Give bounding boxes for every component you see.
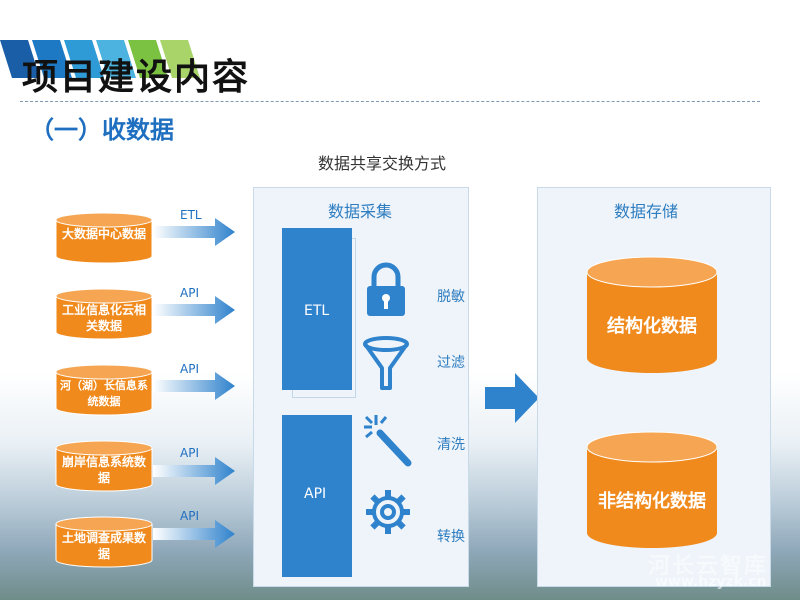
process-label-desensitize: 脱敏 — [437, 289, 465, 305]
structured-data-cylinder: 结构化数据 — [586, 256, 718, 374]
header-decoration — [0, 40, 200, 78]
arrow-label: API — [180, 286, 199, 300]
source-river-chief: 河（湖）长信息系统数据 — [55, 364, 153, 416]
process-label-transform: 转换 — [437, 529, 465, 545]
magic-wand-icon — [364, 415, 412, 467]
arrow-right-icon — [153, 372, 235, 400]
unstructured-data-cylinder: 非结构化数据 — [586, 431, 718, 549]
etl-bar — [282, 228, 352, 390]
funnel-icon — [363, 336, 409, 390]
source-land-survey: 土地调查成果数据 — [55, 516, 153, 568]
arrow-right-icon — [153, 218, 235, 246]
arrow-label: API — [180, 509, 199, 523]
source-cylinder — [55, 364, 153, 416]
collect-panel-title: 数据采集 — [328, 202, 393, 221]
gear-icon — [366, 490, 410, 534]
page-title: 项目建设内容 — [22, 56, 251, 98]
source-cylinder — [55, 516, 153, 568]
source-cylinder — [55, 288, 153, 340]
database-icon — [586, 256, 718, 373]
watermark-url: www.hzyzk.cn — [655, 574, 767, 590]
etl-bar-label: ETL — [304, 303, 330, 319]
watermark-logo: 河长云智库 — [648, 554, 769, 579]
arrow-label: API — [180, 446, 199, 460]
diagram-caption: 数据共享交换方式 — [318, 154, 447, 173]
source-label: 土地调查成果数据 — [61, 531, 146, 561]
process-label-filter: 过滤 — [437, 355, 465, 371]
source-bank-collapse: 崩岸信息系统数据 — [55, 440, 153, 492]
api-bar — [282, 415, 352, 577]
arrow-label: API — [180, 362, 199, 376]
source-label: 大数据中心数据 — [61, 227, 146, 241]
section-subtitle: （一）收数据 — [30, 116, 174, 144]
storage-panel-title: 数据存储 — [614, 202, 679, 221]
lock-icon — [367, 262, 405, 316]
arrow-right-icon — [153, 520, 235, 548]
header-divider — [20, 101, 760, 102]
process-label-clean: 清洗 — [437, 437, 465, 453]
structured-data-label: 结构化数据 — [607, 316, 697, 337]
source-industry-cloud: 工业信息化云相关数据 — [55, 288, 153, 340]
unstructured-data-label: 非结构化数据 — [598, 491, 706, 512]
source-big-data-center: 大数据中心数据 — [55, 212, 153, 264]
arrow-right-icon — [153, 457, 235, 485]
api-bar-label: API — [304, 486, 327, 502]
source-label: 工业信息化云相关数据 — [61, 303, 146, 333]
source-label: 河（湖）长信息系统数据 — [60, 379, 148, 408]
source-label: 崩岸信息系统数据 — [61, 455, 146, 485]
arrow-right-icon — [485, 373, 539, 423]
arrow-right-icon — [153, 296, 235, 324]
database-icon — [586, 431, 718, 548]
arrow-label: ETL — [180, 208, 202, 222]
source-cylinder — [55, 212, 153, 264]
source-cylinder — [55, 440, 153, 492]
